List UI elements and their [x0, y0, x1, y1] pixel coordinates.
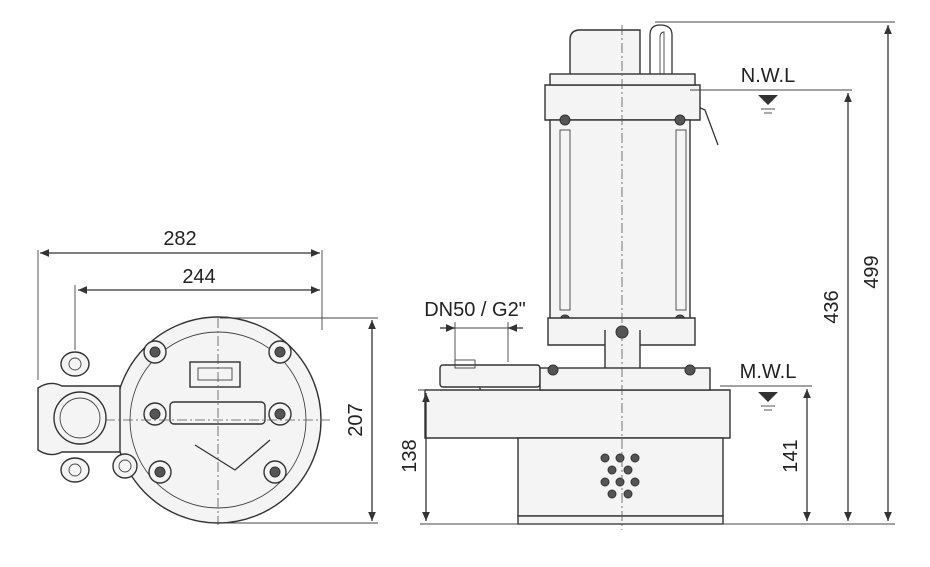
- dim-overall-width-label: 282: [163, 228, 196, 250]
- flange-bolt-top: [60, 351, 90, 377]
- dim-discharge-height-label: 138: [399, 439, 421, 472]
- dim-244: 244: [74, 266, 320, 350]
- motor-cap: [544, 84, 701, 121]
- dim-436: 436: [821, 93, 852, 521]
- cable: [194, 439, 271, 471]
- cable-gland: [112, 453, 138, 479]
- handle-bar: [169, 401, 266, 425]
- dim-mwl-height-label: 141: [780, 439, 802, 472]
- discharge-port: [53, 391, 107, 445]
- top-bolts: [143, 340, 292, 484]
- dim-138: 138: [399, 389, 440, 521]
- strainer-holes: [600, 453, 640, 499]
- flange-bolt-bottom: [60, 457, 90, 483]
- strainer-base: [517, 437, 724, 517]
- side-view: [424, 24, 731, 530]
- top-view: [37, 316, 330, 525]
- dim-282: 282: [37, 228, 323, 380]
- dim-overall-height-label: 499: [861, 255, 883, 288]
- terminal-box: [189, 361, 241, 388]
- dim-depth-label: 207: [345, 403, 367, 436]
- discharge-size-label: DN50 / G2": [424, 299, 526, 321]
- dim-207: 207: [220, 317, 378, 524]
- pump-volute: [424, 389, 731, 439]
- mwl-label: M.W.L: [740, 361, 797, 383]
- mwl-marker: M.W.L: [720, 361, 812, 411]
- nwl-marker: N.W.L: [690, 65, 852, 114]
- lifting-handle: [569, 29, 641, 80]
- dim-discharge: DN50 / G2": [424, 299, 526, 362]
- dim-flange-width-label: 244: [182, 266, 215, 288]
- motor-body: [549, 119, 691, 321]
- nwl-label: N.W.L: [741, 65, 795, 87]
- dim-499: 499: [655, 21, 895, 521]
- dim-141: 141: [780, 389, 811, 521]
- dim-nwl-height-label: 436: [821, 290, 843, 323]
